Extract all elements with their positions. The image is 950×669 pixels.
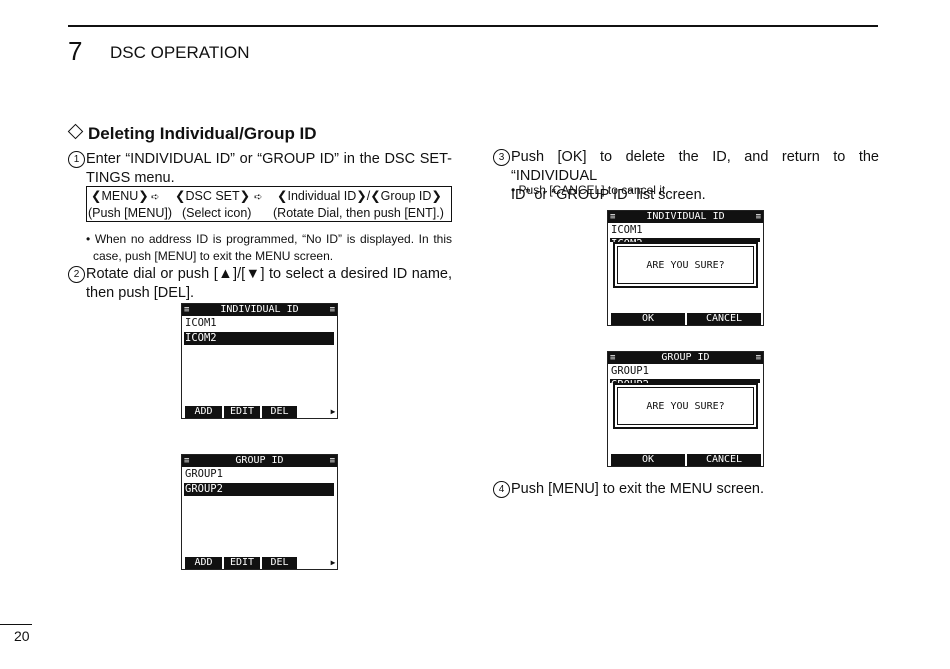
step-text-line: Enter “INDIVIDUAL ID” or “GROUP ID” in t… <box>86 151 452 167</box>
step-text-line: ID” or “GROUP ID” list screen. <box>511 187 706 203</box>
softkey-ok[interactable]: OK <box>611 454 685 466</box>
softkey-cancel[interactable]: CANCEL <box>687 454 761 466</box>
softkey-edit[interactable]: EDIT <box>224 557 260 569</box>
menu-icon: ≡ <box>610 212 616 222</box>
lcd-title-bar: ≡ GROUP ID ≡ <box>608 352 763 364</box>
menu-icon: ≡ <box>755 353 761 363</box>
menu-icon: ≡ <box>329 456 335 466</box>
section-heading: Deleting Individual/Group ID <box>67 123 317 144</box>
menu-icon: ≡ <box>329 305 335 315</box>
confirm-dialog: ARE YOU SURE? <box>613 383 758 429</box>
note-line: • When no address ID is programmed, “No … <box>86 232 452 246</box>
lcd-list-item-selected: ICOM2 <box>610 238 760 242</box>
confirm-dialog-text: ARE YOU SURE? <box>617 246 754 284</box>
lcd-list-item-selected: GROUP2 <box>610 379 760 383</box>
confirm-dialog-text: ARE YOU SURE? <box>617 387 754 425</box>
lcd-individual-id-list: ≡ INDIVIDUAL ID ≡ ICOM1 ICOM2 ADD EDIT D… <box>181 303 338 419</box>
chapter-number: 7 <box>68 36 83 66</box>
arrow-icon: ➪ <box>254 192 263 203</box>
lcd-list-item: GROUP1 <box>611 365 649 377</box>
push-menu-note: (Push [MENU]) <box>88 206 173 220</box>
note-line: case, push [MENU] to exit the MENU scree… <box>93 249 334 263</box>
softkey-cancel[interactable]: CANCEL <box>687 313 761 325</box>
lcd-group-id-list: ≡ GROUP ID ≡ GROUP1 GROUP2 ADD EDIT DEL … <box>181 454 338 570</box>
scroll-right-icon: ▶ <box>330 558 336 567</box>
footer-rule <box>0 624 32 625</box>
lcd-title-bar: ≡ GROUP ID ≡ <box>182 455 337 467</box>
step-1: 1 Enter “INDIVIDUAL ID” or “GROUP ID” in… <box>68 150 452 188</box>
softkey-ok[interactable]: OK <box>611 313 685 325</box>
softkey-edit[interactable]: EDIT <box>224 406 260 418</box>
softkey-add[interactable]: ADD <box>185 406 222 418</box>
step-number: 4 <box>493 481 510 498</box>
scroll-right-icon: ▶ <box>330 407 336 416</box>
step-2: 2 Rotate dial or push [▲]/[▼] to select … <box>68 265 452 303</box>
menu-icon: ≡ <box>184 456 190 466</box>
dsc-set-label: ❮DSC SET❯ <box>175 189 251 203</box>
step-number: 3 <box>493 149 510 166</box>
menu-key-label: ❮MENU❯ <box>91 189 149 203</box>
rotate-dial-note: (Rotate Dial, then push [ENT].) <box>273 206 444 220</box>
step-number: 2 <box>68 266 85 283</box>
softkey-del[interactable]: DEL <box>262 557 297 569</box>
diamond-icon <box>67 123 84 140</box>
menu-icon: ≡ <box>755 212 761 222</box>
header-rule <box>68 25 878 27</box>
select-icon-note: (Select icon) <box>182 206 252 220</box>
step-text-line: Rotate dial or push [▲]/[▼] to select a … <box>86 266 452 282</box>
step-number: 1 <box>68 151 85 168</box>
step-text-line: Push [MENU] to exit the MENU screen. <box>511 481 765 497</box>
lcd-title-bar: ≡ INDIVIDUAL ID ≡ <box>608 211 763 223</box>
step-3: 3 Push [OK] to delete the ID, and return… <box>493 148 879 203</box>
section-title: Deleting Individual/Group ID <box>88 124 317 143</box>
lcd-title: INDIVIDUAL ID <box>220 304 299 315</box>
page-number: 20 <box>14 628 30 644</box>
menu-path-box: ❮MENU❯ ➪ ❮DSC SET❯ ➪ ❮Individual ID❯/❮Gr… <box>86 186 452 222</box>
id-menu-label: ❮Individual ID❯/❮Group ID❯ <box>277 189 442 203</box>
note-cancel: • Push [CANCEL] to cancel it. <box>511 183 669 197</box>
arrow-icon: ➪ <box>151 192 160 203</box>
step-text-line: Push [OK] to delete the ID, and return t… <box>511 149 879 184</box>
note-no-id: • When no address ID is programmed, “No … <box>86 231 452 265</box>
lcd-title: GROUP ID <box>661 352 710 363</box>
lcd-title: GROUP ID <box>235 455 284 466</box>
lcd-list-item[interactable]: ICOM1 <box>185 317 217 329</box>
lcd-list-item[interactable]: GROUP1 <box>185 468 223 480</box>
lcd-title: INDIVIDUAL ID <box>646 211 725 222</box>
menu-icon: ≡ <box>184 305 190 315</box>
step-4: 4 Push [MENU] to exit the MENU screen. <box>493 480 879 500</box>
step-text-line: then push [DEL]. <box>86 285 195 301</box>
lcd-list-item-selected[interactable]: GROUP2 <box>184 483 334 496</box>
confirm-dialog: ARE YOU SURE? <box>613 242 758 288</box>
lcd-list-item: ICOM1 <box>611 224 643 236</box>
lcd-group-confirm: ≡ GROUP ID ≡ GROUP1 GROUP2 ARE YOU SURE?… <box>607 351 764 467</box>
lcd-title-bar: ≡ INDIVIDUAL ID ≡ <box>182 304 337 316</box>
menu-icon: ≡ <box>610 353 616 363</box>
softkey-add[interactable]: ADD <box>185 557 222 569</box>
chapter-title: DSC OPERATION <box>110 43 250 62</box>
lcd-individual-confirm: ≡ INDIVIDUAL ID ≡ ICOM1 ICOM2 ARE YOU SU… <box>607 210 764 326</box>
softkey-del[interactable]: DEL <box>262 406 297 418</box>
step-text-line: TINGS menu. <box>86 170 175 186</box>
lcd-list-item-selected[interactable]: ICOM2 <box>184 332 334 345</box>
